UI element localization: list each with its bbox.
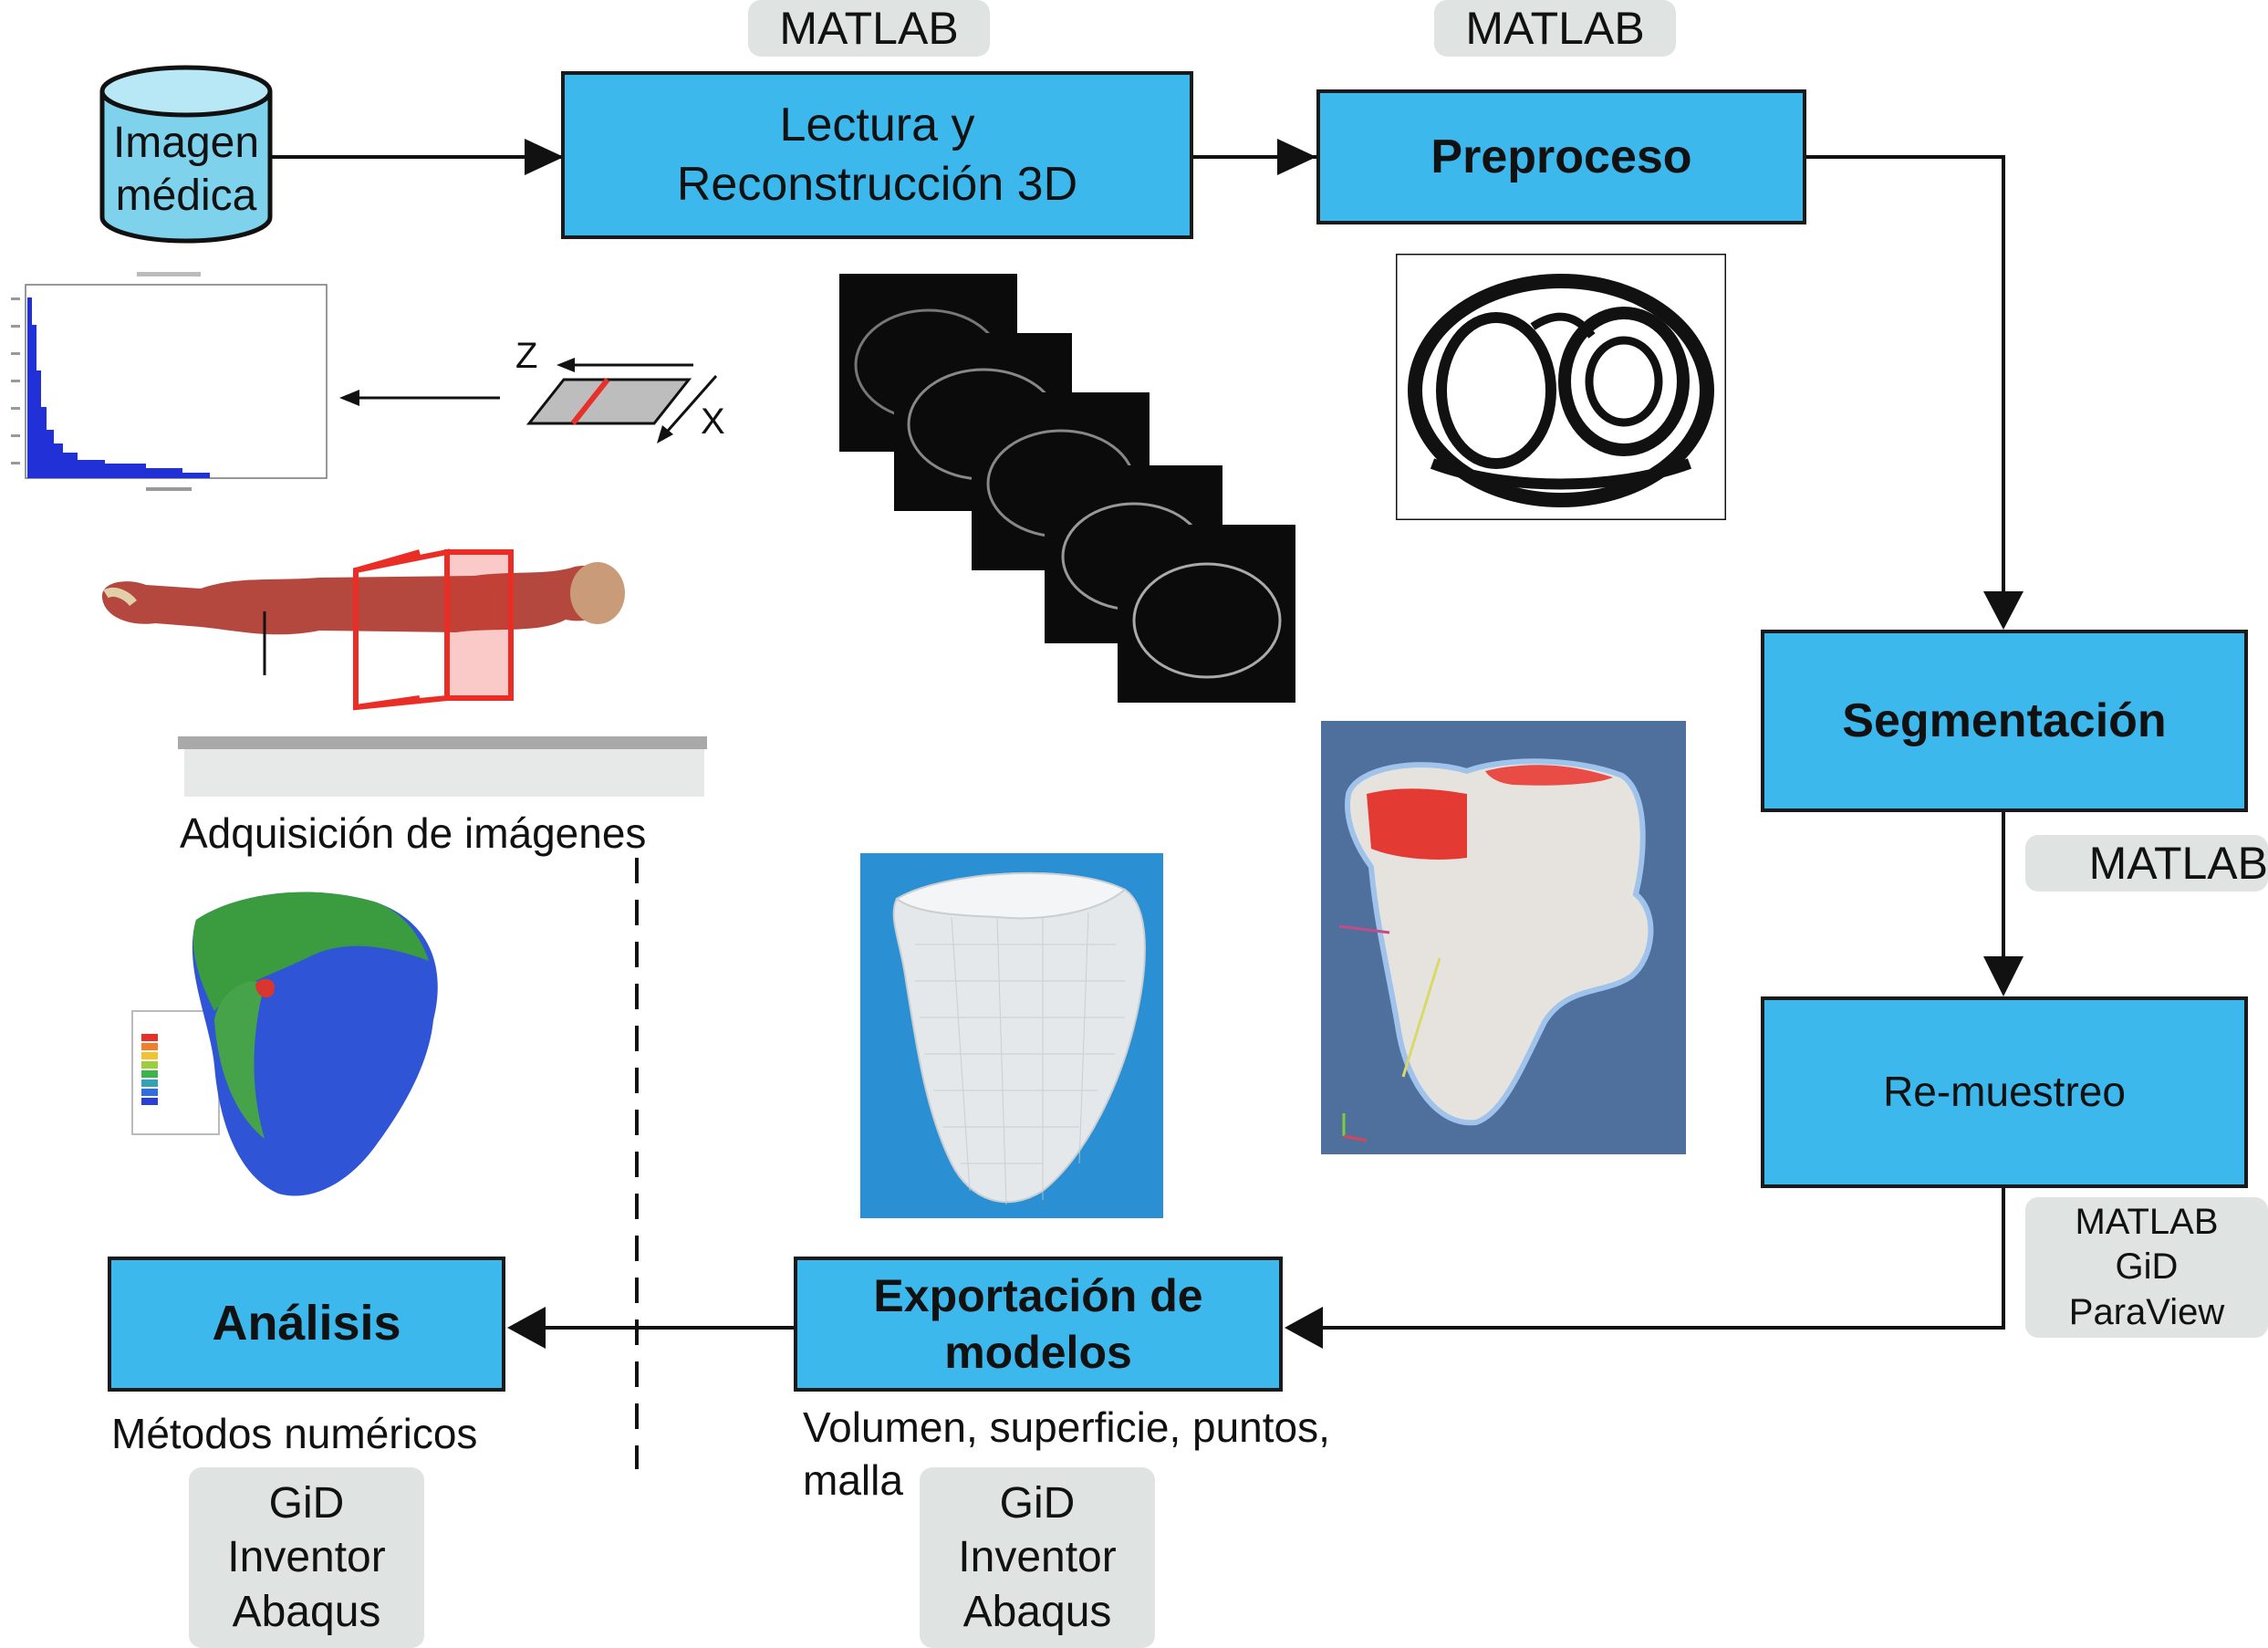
lectura-line2: Reconstrucción 3D — [676, 158, 1078, 211]
ct-slices-image — [839, 274, 1295, 703]
remuestreo-software-3: ParaView — [2068, 1291, 2225, 1332]
software-tag-lectura: MATLAB — [748, 0, 990, 57]
exportacion-software-2: Inventor — [958, 1533, 1117, 1582]
slice-plane-diagram — [339, 358, 718, 443]
database-label: Imagen médica — [97, 117, 276, 223]
export-types-line2: malla — [803, 1456, 903, 1504]
remuestreo-software-1: MATLAB — [2075, 1201, 2219, 1242]
software-tag-analisis: GiD Inventor Abaqus — [189, 1467, 424, 1648]
exportacion-line2: modelos — [944, 1327, 1132, 1378]
exportacion-software-1: GiD — [999, 1478, 1076, 1528]
body-scan-image — [101, 548, 707, 797]
lectura-line1: Lectura y — [779, 99, 975, 151]
mesh-model-image — [860, 853, 1163, 1218]
step-segmentacion-box: Segmentación — [1761, 630, 2248, 812]
step-analisis-box: Análisis — [108, 1257, 505, 1392]
analisis-software-1: GiD — [268, 1478, 345, 1528]
axis-x-label: X — [701, 402, 725, 442]
software-tag-preproceso: MATLAB — [1434, 0, 1676, 57]
software-tag-remuestreo: MATLAB GiD ParaView — [2025, 1197, 2268, 1338]
step-remuestreo-box: Re-muestreo — [1761, 996, 2248, 1188]
database-icon — [99, 65, 273, 244]
stress-map-image — [131, 892, 438, 1196]
preprocessed-slice-image — [1396, 254, 1726, 520]
exportacion-software-3: Abaqus — [962, 1587, 1112, 1636]
database-label-line2: médica — [115, 172, 257, 220]
database-label-line1: Imagen — [112, 119, 260, 167]
step-exportacion-box: Exportación de modelos — [794, 1257, 1283, 1392]
numeric-methods-label: Métodos numéricos — [111, 1410, 478, 1457]
acquisition-label: Adquisición de imágenes — [180, 809, 647, 857]
software-tag-segmentacion: MATLAB — [2025, 835, 2268, 892]
histogram-image — [9, 270, 328, 498]
analisis-software-2: Inventor — [227, 1533, 386, 1582]
analisis-software-3: Abaqus — [232, 1587, 381, 1636]
step-lectura-box: Lectura y Reconstrucción 3D — [561, 71, 1193, 239]
software-tag-exportacion: GiD Inventor Abaqus — [920, 1467, 1155, 1648]
exportacion-line1: Exportación de — [873, 1269, 1203, 1321]
axis-z-label: Z — [515, 336, 538, 376]
step-preproceso-box: Preproceso — [1316, 89, 1806, 224]
export-types-label: Volumen, superficie, puntos, malla — [803, 1401, 1330, 1507]
export-types-line1: Volumen, superficie, puntos, — [803, 1403, 1330, 1451]
segmented-heart-image — [1321, 721, 1686, 1154]
remuestreo-software-2: GiD — [2115, 1246, 2179, 1288]
